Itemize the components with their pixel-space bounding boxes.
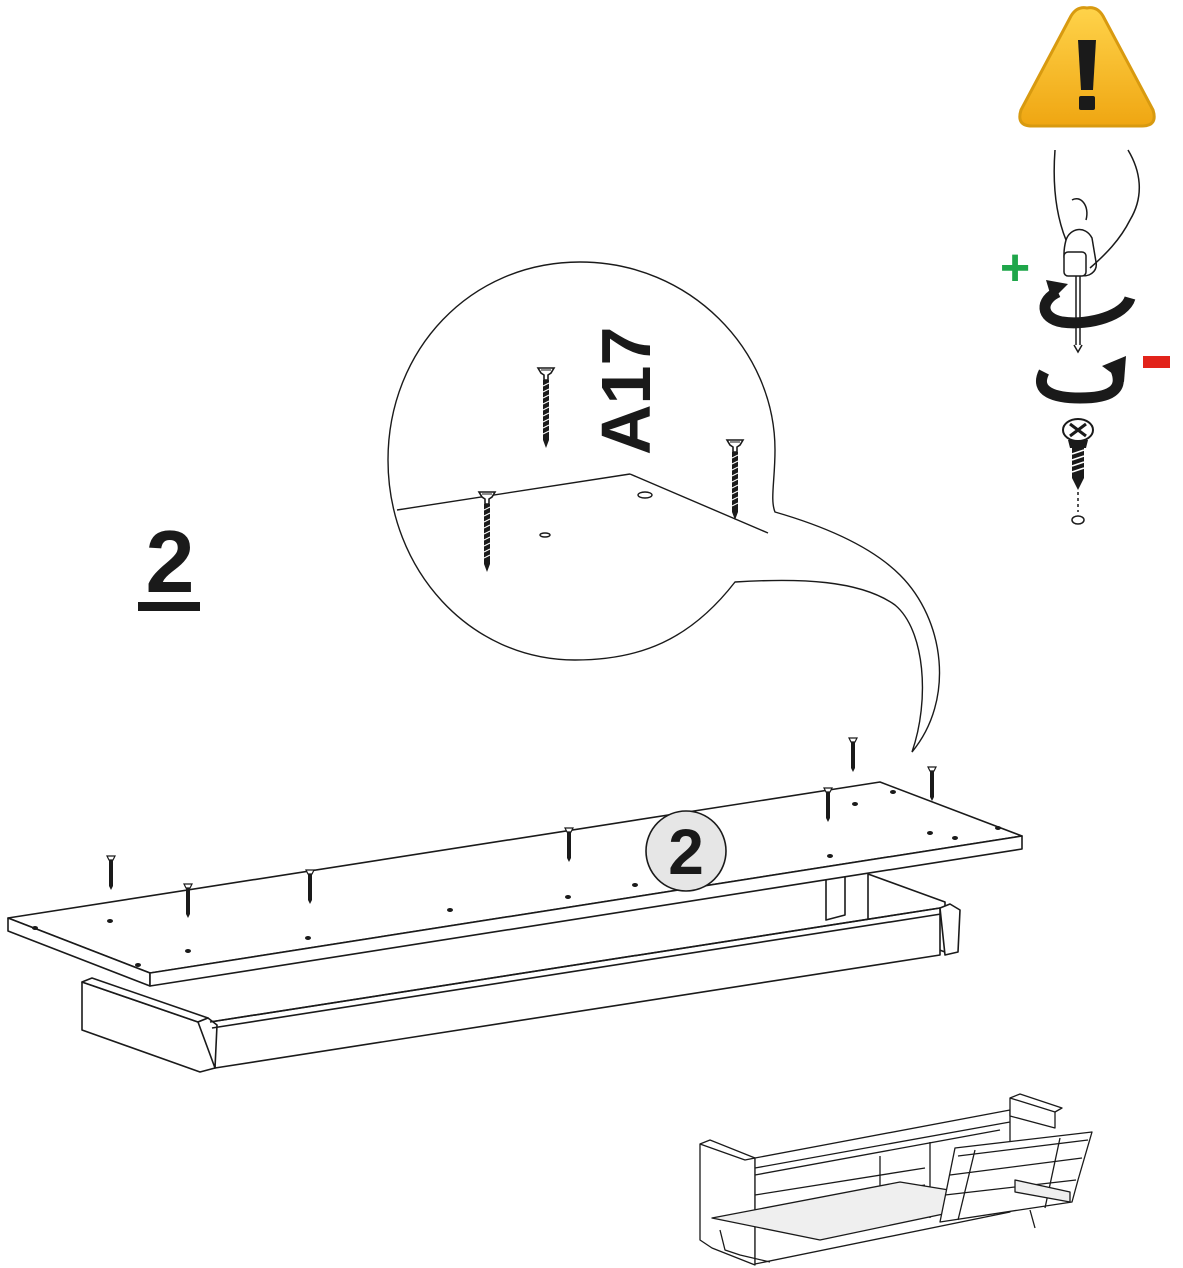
warning-icon	[1018, 6, 1156, 128]
rotate-clockwise-icon	[1039, 280, 1136, 329]
screw-icon	[1062, 418, 1094, 525]
tighten-plus-sign: +	[1000, 239, 1030, 297]
panel-holes	[32, 790, 1001, 967]
panel-screw	[927, 766, 937, 802]
base-frame	[81, 871, 961, 1073]
overview-thumbnail	[699, 1093, 1093, 1266]
screwdriver-hand-icon	[1053, 149, 1141, 354]
part-number-badge: 2	[645, 810, 727, 892]
part-code-label: A17	[587, 327, 665, 455]
svg-text:2: 2	[146, 512, 195, 611]
step-number-label: 2	[138, 512, 200, 611]
panel-screw	[106, 855, 116, 891]
svg-text:2: 2	[668, 816, 704, 888]
main-panel	[7, 781, 1023, 987]
rotate-counterclockwise-icon	[1036, 356, 1126, 404]
panel-screw	[848, 737, 858, 773]
zoom-detail-circle: A17	[387, 261, 941, 753]
loosen-minus-sign	[1143, 356, 1170, 368]
